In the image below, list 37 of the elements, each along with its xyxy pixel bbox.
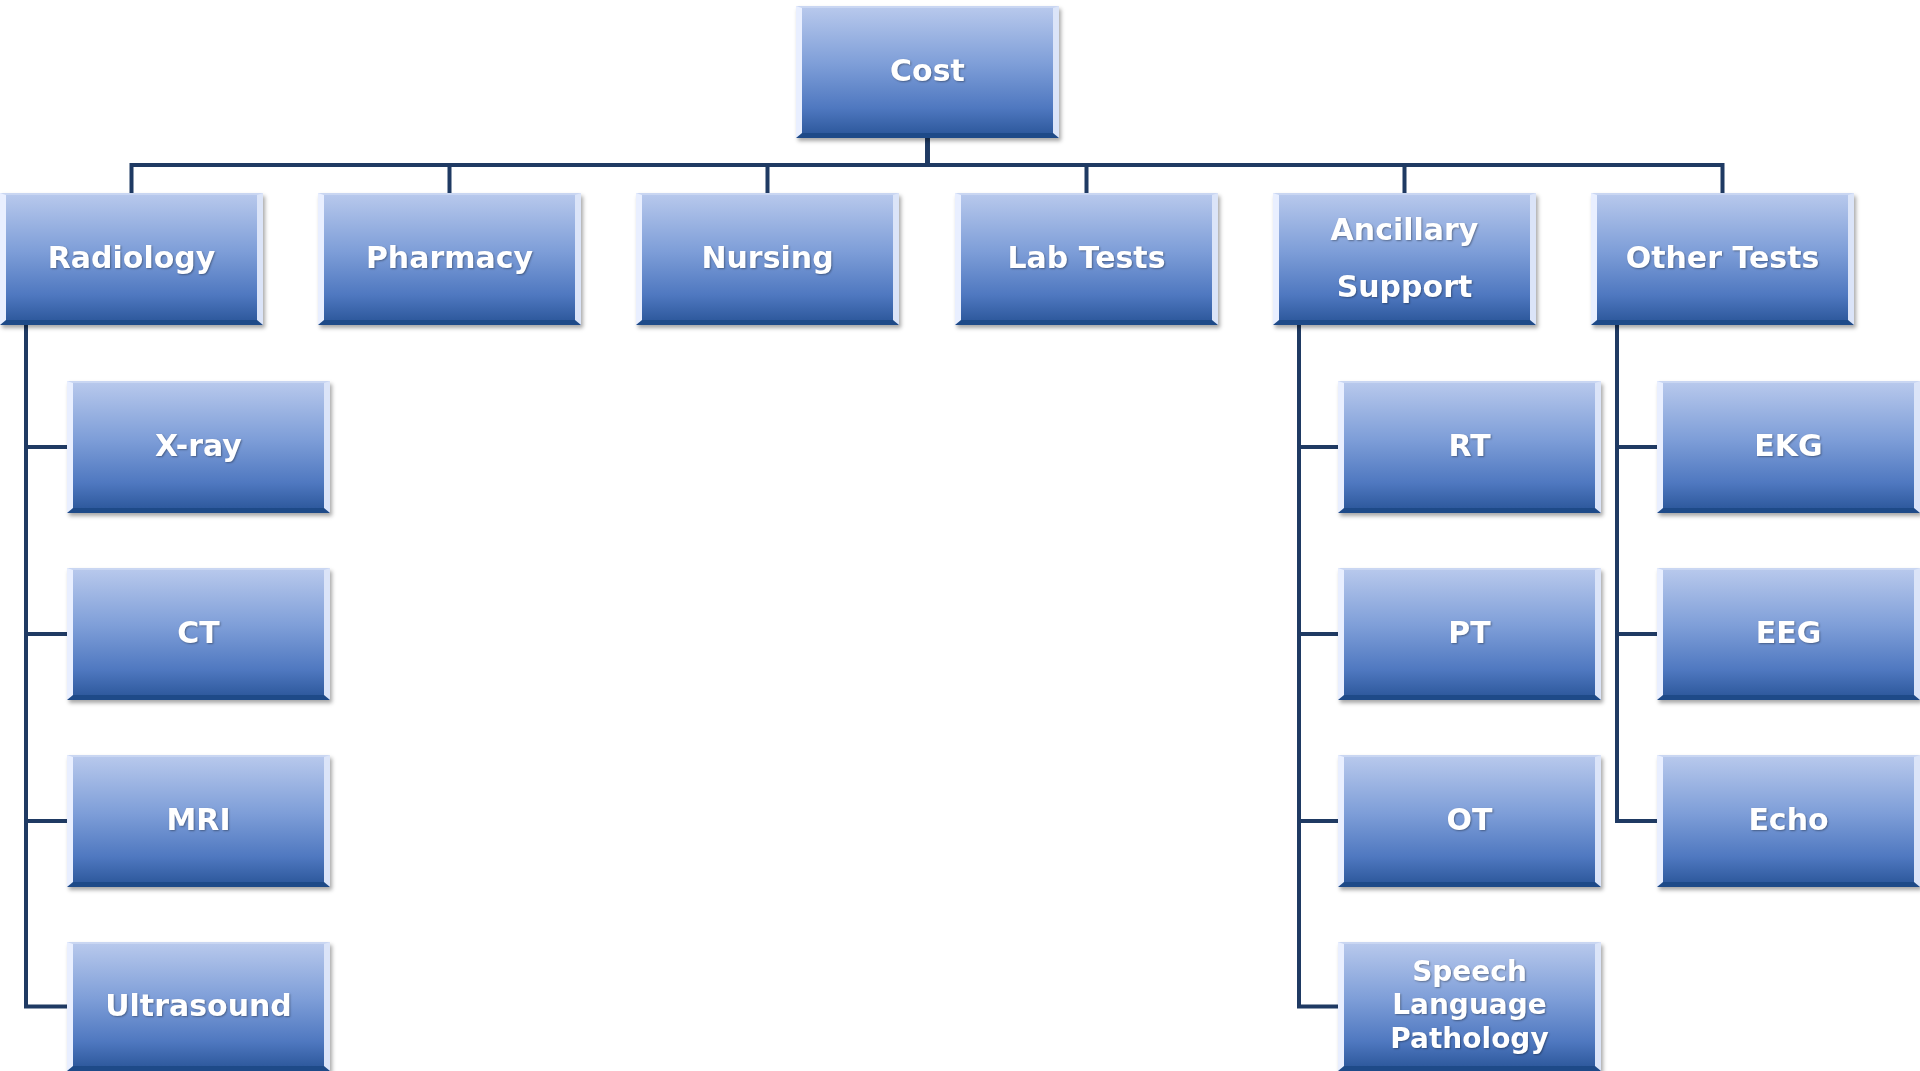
box-label: Echo	[1748, 801, 1829, 839]
category-box	[1657, 568, 1920, 700]
category-box	[1591, 193, 1854, 325]
category-box	[636, 193, 899, 325]
category-box	[67, 942, 330, 1071]
box-label: Ultrasound	[105, 986, 292, 1025]
category-box	[1273, 193, 1536, 325]
category-box	[67, 755, 330, 887]
box-label: Speech Language Pathology	[1389, 955, 1550, 1055]
box-label: X-ray	[155, 427, 242, 465]
category-box	[1338, 755, 1601, 887]
connector-line	[1615, 325, 1657, 823]
box-label: Cost	[890, 52, 965, 90]
box-label: OT	[1446, 801, 1493, 839]
box-label: Ancillary Support	[1329, 210, 1480, 306]
box-label: Nursing	[701, 239, 834, 277]
box-label: Pharmacy	[365, 239, 534, 277]
box-label: MRI	[166, 801, 231, 839]
category-box	[67, 381, 330, 513]
category-box	[1657, 381, 1920, 513]
category-box	[1338, 381, 1601, 513]
category-box	[955, 193, 1218, 325]
box-label: Lab Tests	[1007, 239, 1166, 277]
box-label: EEG	[1755, 614, 1822, 652]
category-box	[1657, 755, 1920, 887]
category-box	[1338, 568, 1601, 700]
box-label: CT	[177, 614, 220, 652]
box-label: Radiology	[47, 239, 216, 277]
category-box	[67, 568, 330, 700]
category-box	[318, 193, 581, 325]
box-label: Other Tests	[1625, 239, 1820, 277]
box-label: EKG	[1754, 427, 1823, 465]
box-label: RT	[1448, 427, 1491, 465]
category-box	[0, 193, 263, 325]
category-box	[796, 6, 1059, 138]
category-box	[1338, 942, 1601, 1071]
box-label: PT	[1448, 614, 1491, 652]
